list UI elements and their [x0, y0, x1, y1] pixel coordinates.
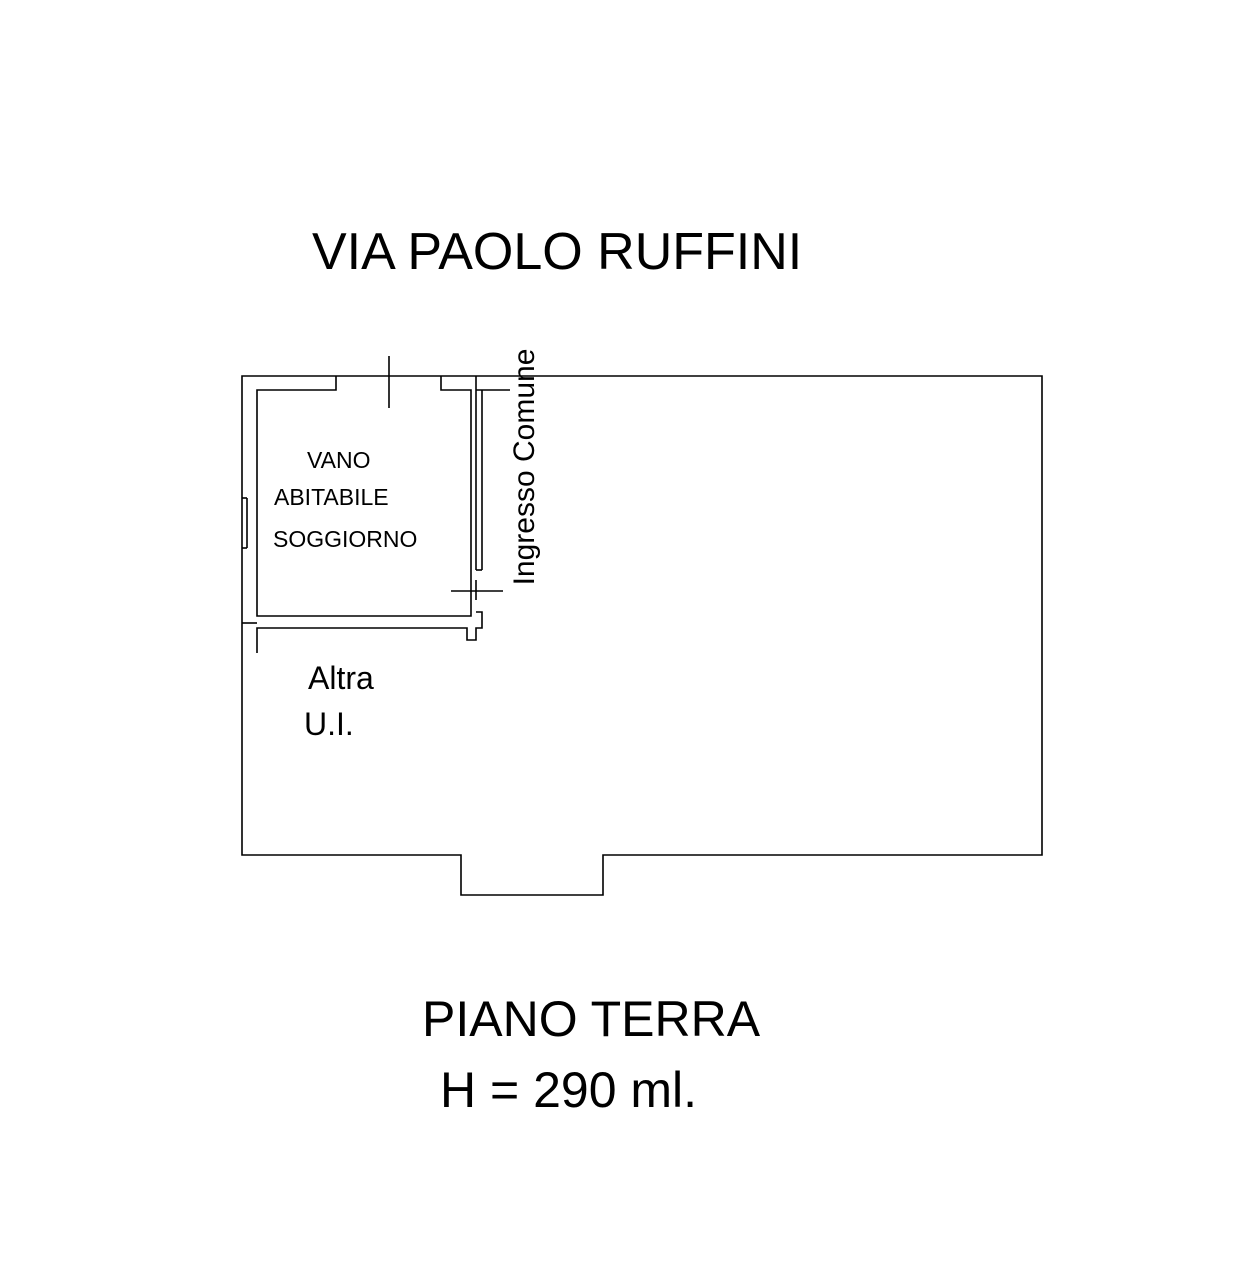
building-outline	[241, 375, 1043, 896]
floor-name-label: PIANO TERRA	[422, 991, 761, 1047]
floor-height-label: H = 290 ml.	[440, 1062, 698, 1118]
other-unit-label-line1: Altra	[308, 660, 374, 696]
room-lower-wall-2	[256, 611, 483, 653]
street-label: VIA PAOLO RUFFINI	[312, 223, 803, 281]
room-label-line2: ABITABILE	[274, 484, 389, 510]
entrance-label: Ingresso Comune	[508, 348, 541, 586]
other-unit-label-line2: U.I.	[304, 706, 354, 742]
room-label-line1: VANO	[307, 447, 371, 473]
room-inner-wall	[256, 376, 472, 617]
room-label-line3: SOGGIORNO	[273, 526, 418, 552]
